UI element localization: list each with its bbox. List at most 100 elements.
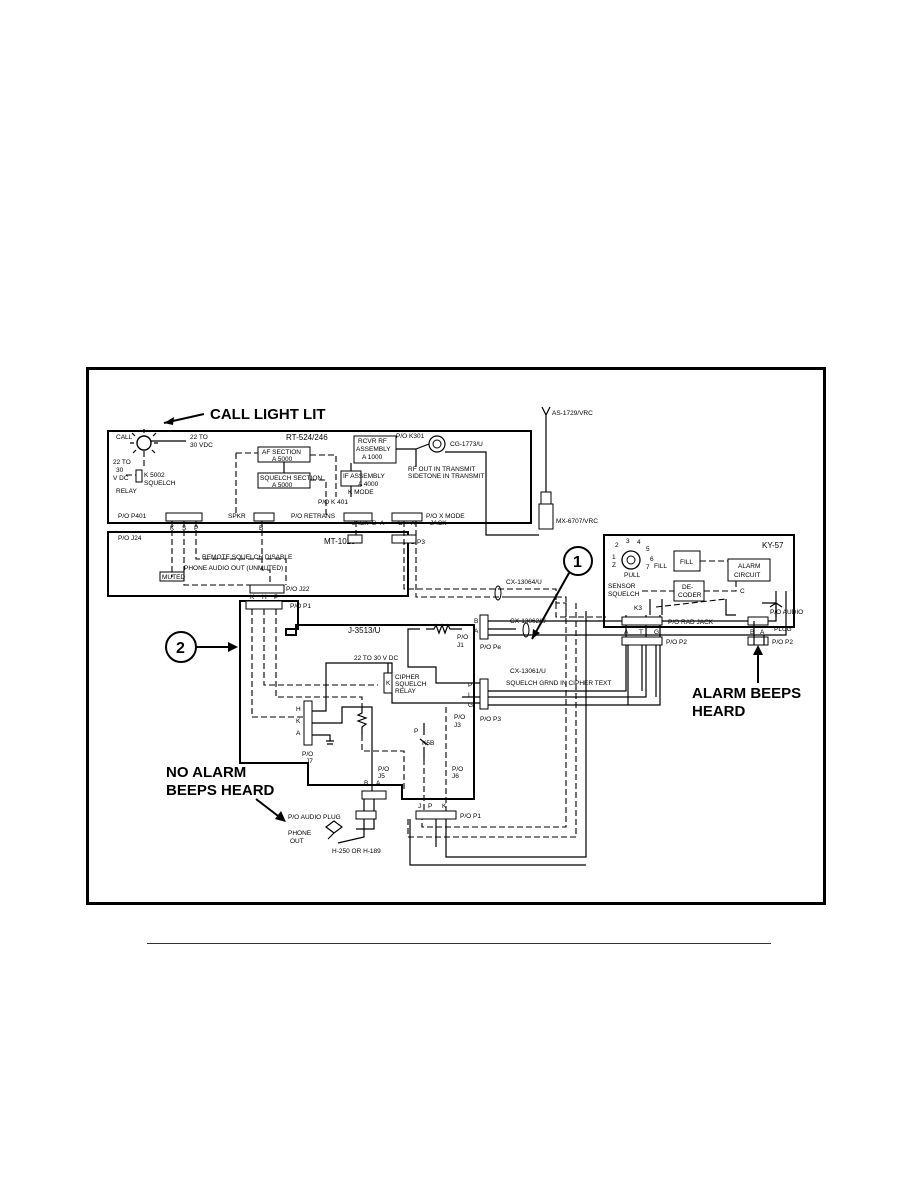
call-lamp-icon — [130, 429, 158, 454]
ky-audio: P/O AUDIO — [770, 609, 803, 616]
xmode-strip — [391, 512, 423, 522]
j3513-poj7-b: J7 — [306, 758, 313, 765]
j5-pin-a: A — [376, 780, 381, 787]
ky-pop2: P/O P2 — [666, 639, 687, 646]
rt-xmode: P/O X MODE — [426, 513, 465, 520]
rt-call-label: CALL — [116, 434, 133, 441]
j3-pin-p: P — [468, 682, 472, 689]
resistor-r1-icon — [426, 623, 462, 635]
j1-pin-a: A — [474, 628, 479, 635]
ky-decoder-1: DE- — [682, 584, 693, 591]
rcvr-rf-box — [353, 435, 397, 464]
j3513-poj3-a: P/O — [454, 714, 465, 721]
relay-label-1: K 5002 — [144, 472, 165, 479]
pin401-k: K — [170, 525, 175, 532]
j3513-v22: 22 TO 30 V DC — [354, 655, 399, 662]
squelch-section-sub: A 5000 — [272, 482, 293, 489]
retrans-strip — [343, 512, 373, 522]
rt-pok401: P/O K 401 — [318, 499, 348, 506]
j3513-pin-h: H — [262, 594, 267, 601]
j3513-poj5-b: J5 — [378, 773, 385, 780]
ky-alarm-2: CIRCUIT — [734, 572, 760, 579]
cipher-relay-1: CIPHER — [395, 674, 420, 681]
knob-num-1: 1 — [612, 554, 616, 561]
knob-num-5: 5 — [646, 546, 650, 553]
j5-pin-b: B — [364, 780, 368, 787]
j3513-poj5-a: P/O — [378, 766, 389, 773]
ky-fill-all: FILL — [654, 563, 667, 570]
knob-num-z: Z — [612, 562, 616, 569]
j3513-p1-strip — [245, 600, 283, 610]
j3513-k5b: K5B — [422, 740, 434, 747]
handset-label: H-250 OR H-189 — [332, 848, 381, 855]
knob-num-4: 4 — [637, 539, 641, 546]
call-light-arrowhead — [164, 417, 174, 425]
ky-pin-a: A — [624, 629, 629, 636]
rt-jack2: JACK — [430, 520, 447, 527]
ky-k3: K3 — [634, 605, 642, 612]
if-label-1: IF ASSEMBLY — [343, 473, 385, 480]
relay-label-2: SQUELCH — [144, 480, 176, 487]
alarm-beeps-label-2: HEARD — [692, 703, 746, 720]
ky-audio-pin-b: B — [750, 629, 754, 636]
j6-pin-p: P — [428, 803, 432, 810]
j5-conn — [361, 790, 387, 800]
alarm-beeps-label-1: ALARM BEEPS — [692, 685, 801, 702]
ground-icon — [312, 734, 334, 745]
j1-pin-b: B — [474, 618, 478, 625]
j6-pin-k: K — [442, 803, 447, 810]
j3513-poj1-a: P/O — [457, 634, 468, 641]
callout-1-number: 1 — [573, 554, 582, 571]
if-label-2: A 4000 — [358, 481, 379, 488]
rt-524-title: RT-524/246 — [286, 433, 328, 442]
rt-pop401: P/O P401 — [118, 513, 147, 520]
j7-conn — [303, 700, 313, 746]
p401-strip — [165, 512, 203, 522]
j3513-label-p: P — [414, 728, 418, 735]
bottom-rule — [147, 943, 771, 944]
rcvr-label-3: A 1000 — [362, 454, 383, 461]
no-alarm-arrowhead — [275, 811, 286, 822]
pin-retrans-a: A — [380, 520, 385, 527]
ky-alarm-1: ALARM — [738, 563, 760, 570]
rt-spkr: SPKR — [228, 513, 246, 520]
rt-cg: CG-1773/U — [450, 441, 483, 448]
rt-v22b-2: 30 — [116, 467, 124, 474]
relay-label-3: RELAY — [116, 488, 137, 495]
j3513-pin-k: K — [250, 594, 255, 601]
ky-plug: PLUG — [774, 626, 792, 633]
ky-sensor-2: SQUELCH — [608, 591, 640, 598]
rt-v22a-2: 30 VDC — [190, 442, 213, 449]
knob-num-7: 7 — [646, 564, 650, 571]
rt-v22a-1: 22 TO — [190, 434, 208, 441]
antenna-whip-icon — [541, 406, 551, 492]
j3513-poj3-b: J3 — [454, 722, 461, 729]
j3513-poj1-b: J1 — [457, 642, 464, 649]
pin-spkr-b: B — [259, 525, 263, 532]
cable-cx13061: CX-13061/U — [510, 668, 546, 675]
mx-mount-icon — [538, 503, 554, 530]
squelch-section-label: SQUELCH SECTION — [260, 475, 322, 482]
cipher-relay-2: SQUELCH — [395, 681, 427, 688]
j3513-pop3b: P/O P3 — [480, 716, 501, 723]
mt-poj24: P/O J24 — [118, 535, 142, 542]
spkr-strip — [253, 512, 275, 522]
cx13062-ferrite-icon — [522, 622, 530, 638]
cipher-relay-k: K — [386, 680, 391, 687]
rt-jack-conn — [347, 534, 363, 544]
ky-pin-g: G — [654, 629, 659, 636]
af-section-label: AF SECTION — [262, 449, 301, 456]
af-section-sub: A 5000 — [272, 456, 293, 463]
pin-retrans-b: B — [372, 520, 376, 527]
pin401-s: S — [182, 525, 187, 532]
rcvr-label-1: RCVR RF — [358, 438, 387, 445]
j3513-pop1b: P/O P1 — [460, 813, 481, 820]
audio-plug-conn — [355, 810, 377, 820]
cipher-relay-3: RELAY — [395, 688, 416, 695]
knob-num-2: 2 — [615, 542, 619, 549]
ky-alarm-box — [727, 558, 771, 582]
ky-rad-jack-strip — [621, 616, 663, 626]
j22-strip — [249, 584, 285, 594]
ky-audio-arrow-icon — [762, 602, 783, 617]
antenna-base-icon — [540, 491, 552, 505]
